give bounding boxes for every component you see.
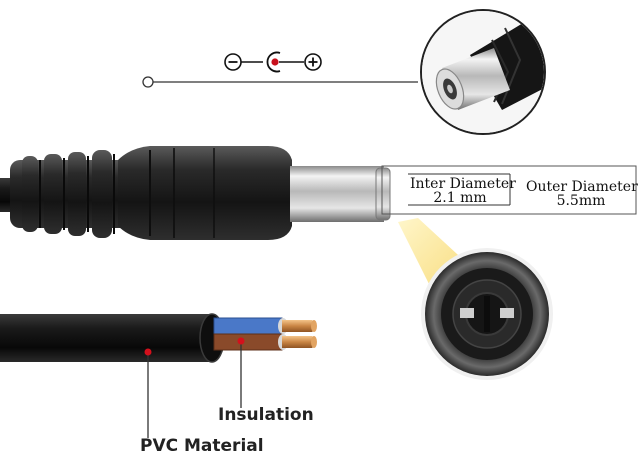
outer-diameter-label: Outer Diameter [526, 179, 638, 195]
negative-terminal-icon [224, 53, 242, 71]
inner-diameter-label: Inter Diameter [410, 176, 516, 192]
polarity-diagram [224, 51, 322, 73]
outer-diameter-value: 5.5mm [556, 193, 606, 209]
strain-relief [10, 150, 130, 238]
pvc-material-label: PVC Material [140, 436, 264, 456]
inner-diameter-value: 2.1 mm [433, 190, 487, 206]
cable-cross-section [0, 313, 317, 363]
plug-body [118, 146, 292, 240]
callout-lines [144, 337, 245, 438]
dimension-box [381, 165, 637, 215]
insulation-label: Insulation [218, 405, 314, 425]
plug-front-view [421, 248, 553, 380]
positive-terminal-icon [304, 53, 322, 71]
plug-side-zoom [420, 9, 546, 135]
polarity-line [142, 76, 418, 88]
center-pin-icon [266, 51, 281, 73]
metal-barrel [290, 166, 391, 222]
